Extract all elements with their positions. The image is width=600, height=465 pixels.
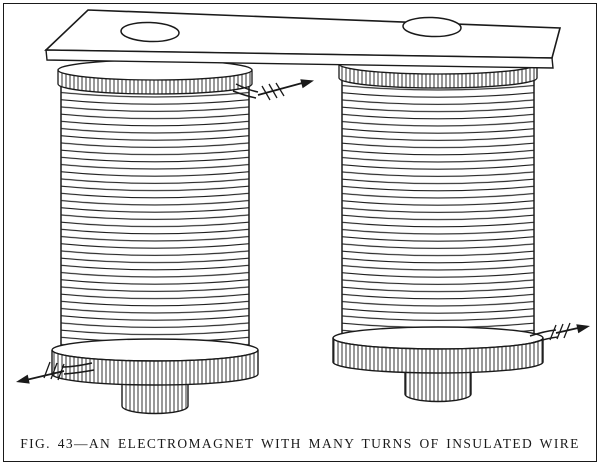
left-coil bbox=[51, 59, 259, 415]
right-coil bbox=[332, 53, 544, 403]
wire-arrow-bottom-left bbox=[16, 361, 95, 384]
right-coil-windings bbox=[341, 70, 535, 345]
arrow-head bbox=[576, 324, 590, 334]
arrow-fletching bbox=[261, 82, 285, 101]
arrow-fletching bbox=[43, 361, 65, 381]
wire-arrow-top bbox=[232, 79, 314, 101]
top-plate bbox=[44, 9, 562, 69]
left-coil-windings bbox=[60, 77, 250, 357]
right-coil-flange bbox=[332, 326, 544, 374]
arrow-head bbox=[16, 374, 30, 384]
figure-caption: FIG. 43—AN ELECTROMAGNET WITH MANY TURNS… bbox=[20, 436, 580, 451]
plate-hole-right bbox=[402, 16, 462, 38]
wire-arrow-bottom-right bbox=[529, 322, 590, 344]
arrow-fletching bbox=[549, 322, 571, 341]
top-plate-edge bbox=[45, 49, 554, 69]
arrow-head bbox=[300, 79, 314, 89]
plate-hole-left bbox=[120, 21, 180, 43]
left-coil-flange bbox=[51, 338, 259, 386]
